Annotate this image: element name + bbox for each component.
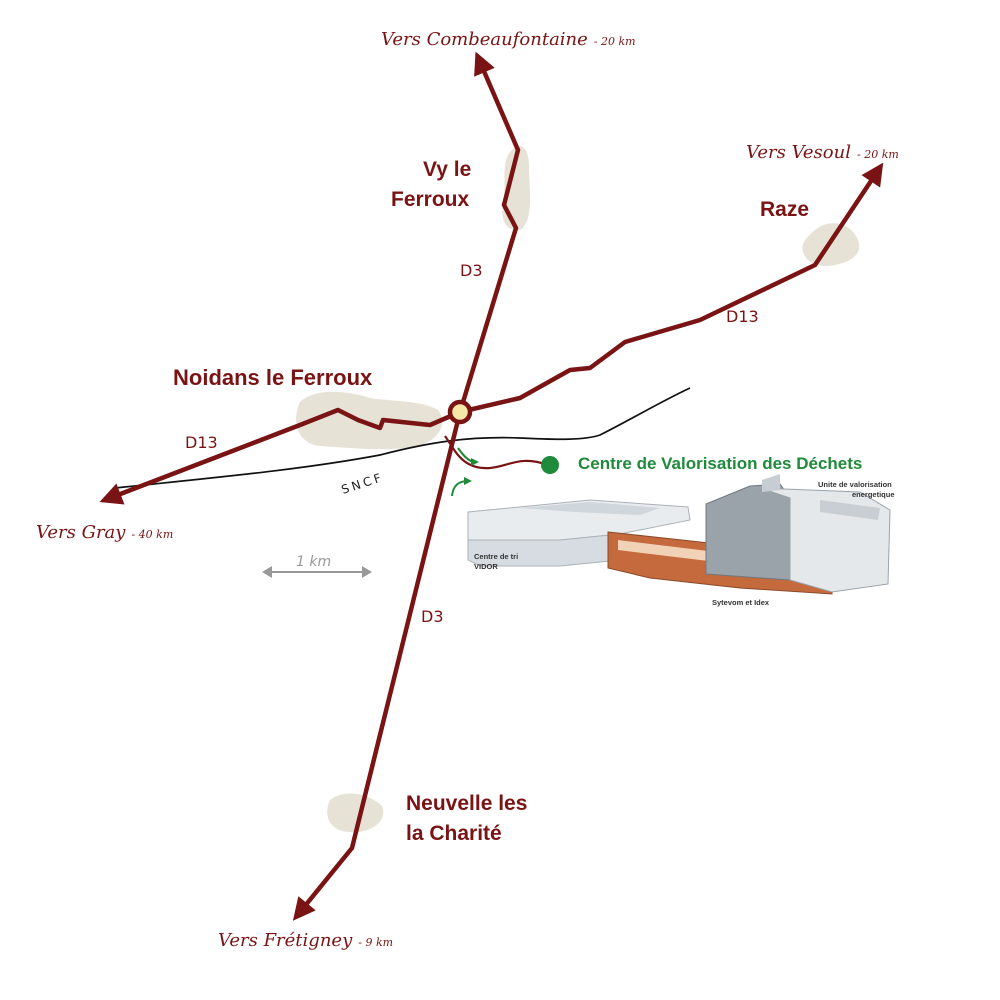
- road-label-d3-south: D3: [421, 607, 444, 626]
- facility-marker: [541, 456, 559, 474]
- destination-west: Vers Gray- 40 km: [36, 522, 173, 543]
- road-d3-north: [457, 51, 521, 415]
- road-d13-east: [457, 162, 884, 415]
- facility-building-illustration: [467, 474, 891, 595]
- scale-bar: [262, 566, 372, 578]
- building-uve-label-line2: energetique: [852, 490, 895, 499]
- access-arrow-out: [451, 477, 472, 497]
- access-road: [444, 435, 549, 470]
- scale-label: 1 km: [296, 554, 331, 570]
- railway-line: [114, 387, 691, 489]
- road-label-d3-north: D3: [460, 261, 483, 280]
- road-d13-west: [99, 407, 463, 505]
- settlement-neuvelle: [327, 793, 384, 833]
- junction-marker: [447, 399, 473, 425]
- access-arrow-in: [457, 447, 479, 466]
- town-noidans: Noidans le Ferroux: [173, 365, 373, 390]
- town-vy-le-ferroux-line1: Vy le: [423, 158, 471, 181]
- road-label-d13-east: D13: [726, 307, 759, 326]
- building-uve-label-line1: Unite de valorisation: [818, 480, 892, 489]
- settlement-vy-le-ferroux: [502, 146, 531, 231]
- destination-south: Vers Frétigney- 9 km: [218, 930, 393, 951]
- town-neuvelle-line1: Neuvelle les: [406, 792, 527, 815]
- building-tri-label-line1: Centre de tri: [474, 552, 518, 561]
- settlement-noidans: [296, 391, 443, 450]
- road-d3-south: [292, 409, 463, 921]
- town-vy-le-ferroux-line2: Ferroux: [391, 188, 470, 211]
- building-sytevom-label: Sytevom et Idex: [712, 598, 770, 607]
- destination-northeast: Vers Vesoul- 20 km: [746, 142, 899, 163]
- road-label-d13-west: D13: [185, 433, 218, 452]
- building-tri-label-line2: VIDOR: [474, 562, 498, 571]
- town-raze: Raze: [760, 198, 809, 221]
- facility-name: Centre de Valorisation des Déchets: [578, 454, 862, 473]
- railway-label: SNCF: [340, 470, 386, 497]
- destination-north: Vers Combeaufontaine- 20 km: [381, 29, 636, 50]
- town-neuvelle-line2: la Charité: [406, 822, 502, 845]
